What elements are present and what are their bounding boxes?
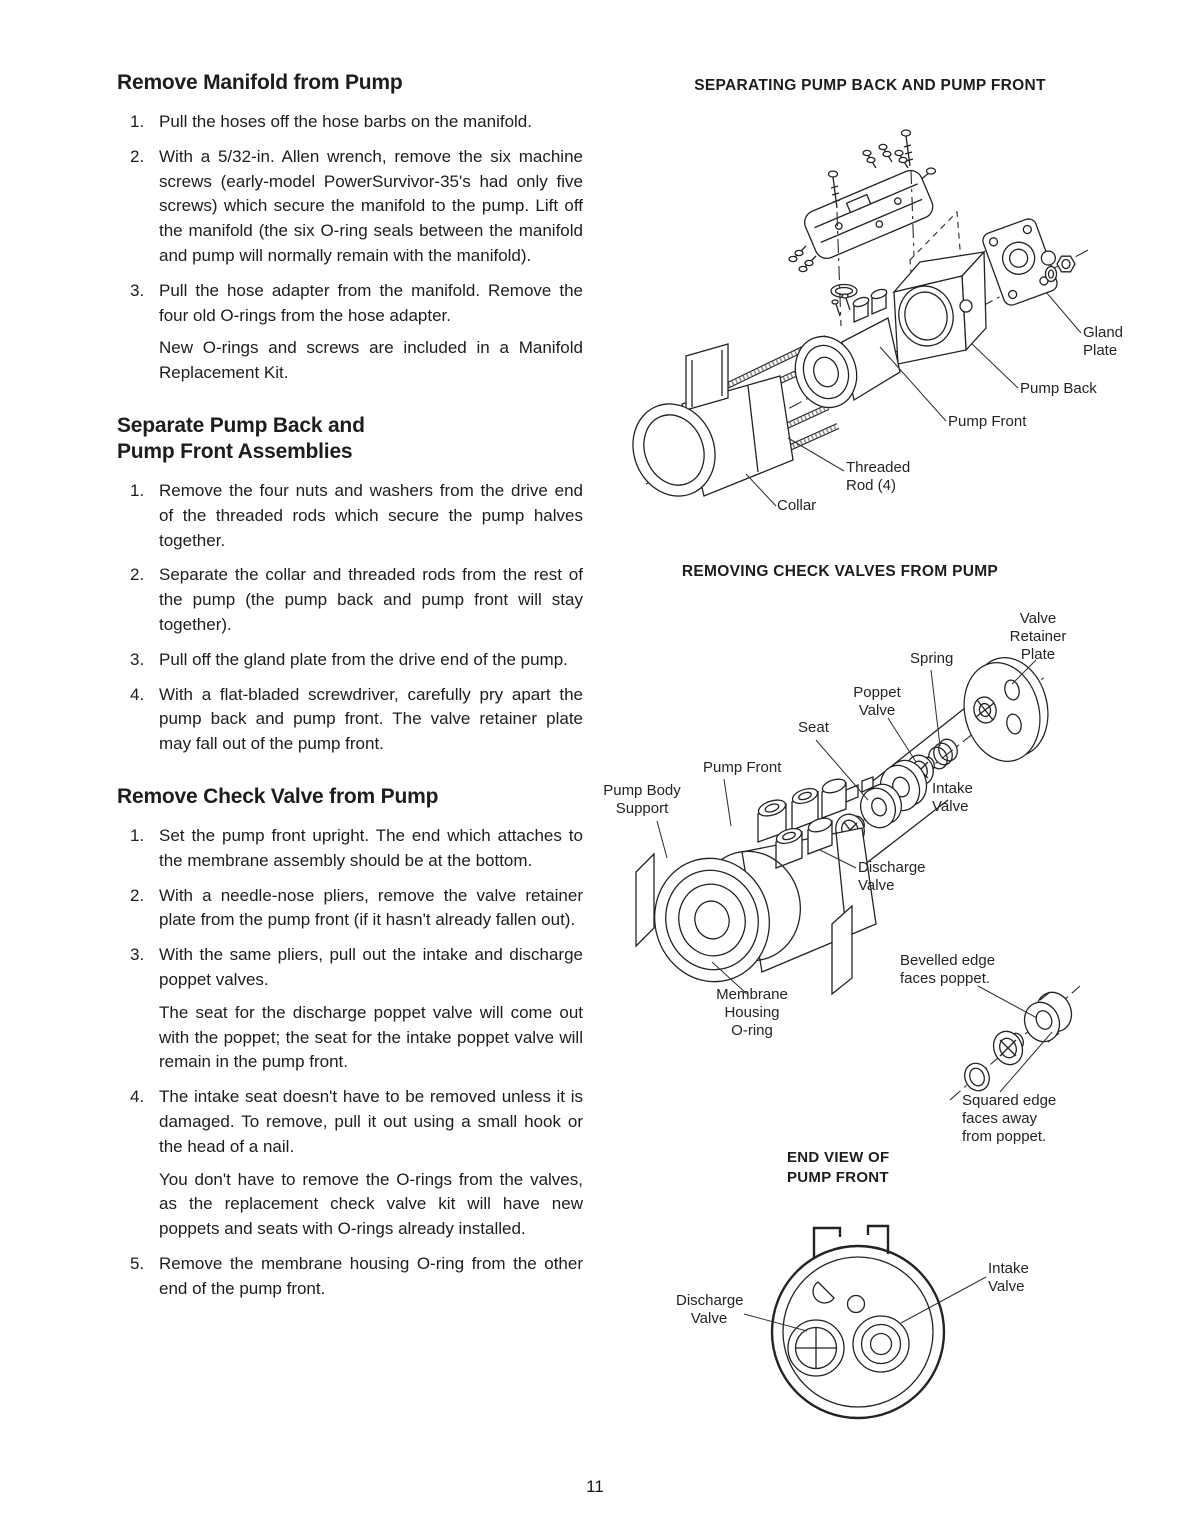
list-paragraph: Remove the four nuts and washers from th…: [159, 480, 583, 550]
label-discharge-valve: Discharge Valve: [858, 859, 926, 894]
section-heading-separate-pump: Separate Pump Back and Pump Front Assemb…: [117, 413, 365, 463]
valve-retainer-plate-drawing: [963, 657, 1049, 762]
list-number: 3.: [130, 945, 145, 965]
list-number: 2.: [130, 146, 145, 166]
label-gland-plate: Gland Plate: [1083, 324, 1124, 359]
figure-title-end-view: END VIEW OF PUMP FRONT: [787, 1149, 890, 1186]
list-paragraph: The seat for the discharge poppet valve …: [159, 1002, 583, 1072]
pump-back-drawing: [892, 250, 987, 365]
pump-front-drawing: [794, 288, 901, 409]
label-collar: Collar: [777, 497, 817, 514]
label-end-discharge-valve: Discharge Valve: [676, 1292, 744, 1327]
label-squared-edge: Squared edge faces away from poppet.: [962, 1092, 1057, 1145]
list-paragraph: With the same pliers, pull out the intak…: [159, 945, 583, 989]
list-item: 3. Pull off the gland plate from the dri…: [117, 648, 583, 673]
list-paragraph: You don't have to remove the O-rings fro…: [159, 1169, 583, 1239]
list-number: 1.: [130, 480, 145, 500]
label-pump-front-2: Pump Front: [703, 759, 782, 776]
end-view-diagram: Discharge Valve Intake Valve: [630, 1180, 1090, 1440]
label-seat: Seat: [798, 719, 829, 736]
label-intake-valve: Intake Valve: [932, 780, 973, 815]
discharge-seat-drawing: [859, 783, 903, 829]
list-paragraph: Separate the collar and threaded rods fr…: [159, 565, 583, 634]
list-number: 3.: [130, 280, 145, 300]
list-item: 2. With a needle-nose pliers, remove the…: [117, 884, 583, 934]
list-item: 1. Pull the hoses off the hose barbs on …: [117, 110, 583, 135]
machine-screws-drawing: [827, 129, 915, 327]
list-paragraph: Set the pump front upright. The end whic…: [159, 825, 583, 870]
list-number: 3.: [130, 649, 145, 669]
list-item: 3. With the same pliers, pull out the in…: [117, 943, 583, 1075]
removing-diagram-art: [635, 657, 1081, 1101]
label-pump-back: Pump Back: [1020, 380, 1097, 397]
list-item: 1. Remove the four nuts and washers from…: [117, 479, 583, 553]
list-number: 5.: [130, 1253, 145, 1273]
list-paragraph: With a needle-nose pliers, remove the va…: [159, 885, 583, 930]
text-column: Remove Manifold from Pump 1. Pull the ho…: [117, 70, 583, 1311]
label-spring: Spring: [910, 650, 954, 667]
list-item: 1. Set the pump front upright. The end w…: [117, 824, 583, 874]
washer-nut-drawing: [1044, 255, 1076, 283]
list-item: 4. With a flat-bladed screwdriver, caref…: [117, 683, 583, 757]
list-item: 2. Separate the collar and threaded rods…: [117, 563, 583, 637]
collar-drawing: [632, 343, 794, 497]
label-pump-body-support: Pump Body Support: [603, 782, 681, 817]
end-view-art: [743, 1224, 987, 1420]
list-paragraph: With a 5/32-in. Allen wrench, remove the…: [159, 146, 583, 265]
pump-front-body-drawing: [635, 776, 877, 996]
list-number: 2.: [130, 565, 145, 585]
list-number: 2.: [130, 885, 145, 905]
list-item: 4. The intake seat doesn't have to be re…: [117, 1085, 583, 1242]
list-paragraph: Pull the hose adapter from the manifold.…: [159, 280, 583, 325]
list-number: 4.: [130, 1087, 145, 1107]
figure-title-separating: SEPARATING PUMP BACK AND PUMP FRONT: [694, 77, 1046, 94]
list-number: 1.: [130, 112, 145, 131]
list-paragraph: New O-rings and screws are included in a…: [159, 338, 583, 383]
list-item: 2. With a 5/32-in. Allen wrench, remove …: [117, 145, 583, 269]
label-poppet-valve: Poppet Valve: [853, 684, 901, 719]
list-paragraph: With a flat-bladed screwdriver, carefull…: [159, 684, 583, 754]
list-paragraph: Remove the membrane housing O-ring from …: [159, 1253, 583, 1298]
separating-diagram: Gland Plate Pump Back Pump Front Threade…: [630, 110, 1190, 550]
label-valve-retainer-plate: Valve Retainer Plate: [1009, 610, 1067, 663]
list-number: 4.: [130, 684, 145, 704]
separating-diagram-art: [632, 129, 1093, 507]
list-item: 3. Pull the hose adapter from the manifo…: [117, 279, 583, 386]
label-threaded-rod: Threaded Rod (4): [846, 459, 911, 494]
list-paragraph: Pull off the gland plate from the drive …: [159, 649, 568, 669]
section-heading-remove-check-valve: Remove Check Valve from Pump: [117, 784, 439, 808]
list-number: 1.: [130, 825, 145, 845]
seat-orientation-inset-drawing: [964, 991, 1073, 1092]
label-end-intake-valve: Intake Valve: [988, 1260, 1029, 1295]
removing-check-valves-diagram: Valve Retainer Plate Spring Poppet Valve…: [600, 590, 1190, 1150]
list-paragraph: Pull the hoses off the hose barbs on the…: [159, 112, 532, 131]
pump-front-end-view-drawing: [770, 1224, 946, 1420]
section-heading-remove-manifold: Remove Manifold from Pump: [117, 71, 403, 94]
page-number: 11: [586, 1477, 604, 1496]
list-item: 5. Remove the membrane housing O-ring fr…: [117, 1252, 583, 1302]
list-paragraph: The intake seat doesn't have to be remov…: [159, 1087, 583, 1156]
manifold-drawing: [788, 143, 937, 273]
label-bevelled-edge: Bevelled edge faces poppet.: [900, 952, 996, 987]
figure-title-removing: REMOVING CHECK VALVES FROM PUMP: [681, 563, 999, 580]
label-membrane-housing-oring: Membrane Housing O-ring: [716, 986, 788, 1039]
label-pump-front: Pump Front: [948, 413, 1027, 430]
gland-plate-drawing: [982, 218, 1058, 306]
